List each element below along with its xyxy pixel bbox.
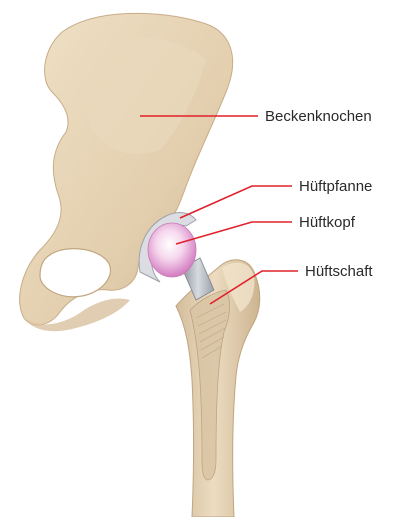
label-femoral-stem: Hüftschaft: [305, 263, 373, 280]
leader-line-acetabular-cup: [180, 186, 292, 218]
label-pelvis: Beckenknochen: [265, 108, 372, 125]
femoral-head-implant: [148, 223, 196, 277]
label-acetabular-cup: Hüftpfanne: [299, 178, 372, 195]
label-femoral-head: Hüftkopf: [299, 214, 356, 231]
